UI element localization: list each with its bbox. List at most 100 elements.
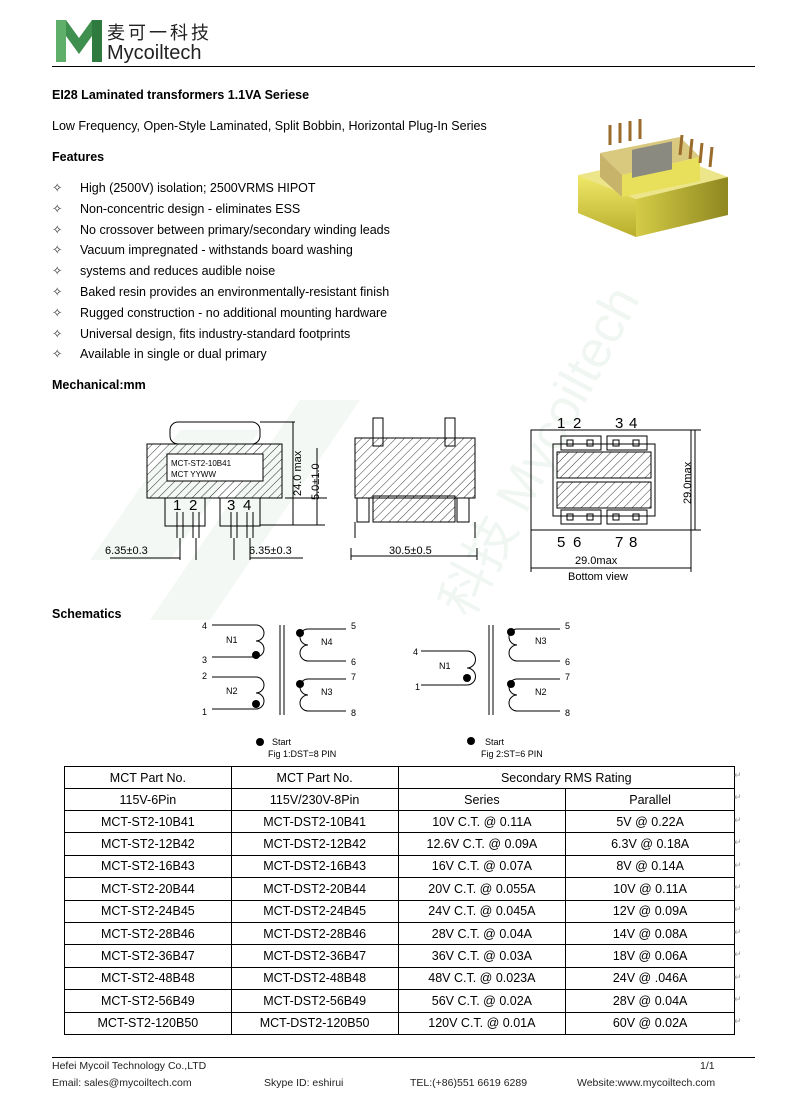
- svg-text:8: 8: [351, 708, 356, 718]
- svg-text:N4: N4: [321, 637, 333, 647]
- bullet-icon: ✧: [52, 305, 63, 320]
- row-end-mark: ↵: [734, 814, 742, 825]
- table-cell: MCT-ST2-12B42: [64, 832, 232, 856]
- bullet-icon: ✧: [52, 181, 63, 195]
- ratings-table: MCT Part No. MCT Part No. Secondary RMS …: [64, 766, 736, 1035]
- feature-item: ✧systems and reduces audible noise: [52, 263, 275, 278]
- svg-text:5: 5: [565, 621, 570, 631]
- svg-text:Start: Start: [485, 737, 505, 747]
- row-end-mark: ↵: [734, 949, 742, 960]
- table-cell: MCT-DST2-48B48: [230, 966, 399, 991]
- dim-bottom-width: 29.0max: [575, 555, 618, 567]
- front-view: [110, 421, 327, 560]
- rating-header: Secondary RMS Rating: [397, 766, 736, 789]
- table-cell: 120V C.T. @ 0.01A: [397, 1011, 567, 1035]
- dim-right-spacing: 6.35±0.3: [249, 545, 292, 557]
- bottom-pin-8: 8: [629, 534, 637, 551]
- pin-4: 4: [243, 497, 251, 514]
- col2-header: MCT Part No.: [230, 766, 399, 789]
- row-end-mark: ↵: [734, 971, 742, 982]
- bottom-caption: Bottom view: [568, 571, 628, 583]
- bottom-pin-7: 7: [615, 534, 623, 551]
- table-cell: 14V @ 0.08A: [565, 921, 735, 946]
- table-cell: MCT-DST2-120B50: [230, 1011, 399, 1035]
- feature-text: Available in single or dual primary: [80, 347, 267, 362]
- pin-1: 1: [173, 497, 181, 514]
- bottom-pin-4: 4: [629, 415, 637, 432]
- feature-item: ✧No crossover between primary/secondary …: [52, 222, 390, 237]
- schematics-heading: Schematics: [52, 607, 122, 621]
- table-cell: MCT-ST2-56B49: [64, 989, 232, 1013]
- transformer-photo: [578, 119, 728, 237]
- features-heading: Features: [52, 150, 105, 164]
- svg-text:N3: N3: [321, 687, 333, 697]
- feature-item: ✧Universal design, fits industry-standar…: [52, 326, 350, 341]
- parallel-header: Parallel: [565, 788, 735, 811]
- series-header: Series: [397, 788, 567, 811]
- mechanical-drawing: MCT-ST2-10B41 MCT YYWW 1 2 3 4 24.0 max …: [105, 415, 701, 583]
- table-cell: MCT-DST2-10B41: [230, 809, 399, 834]
- row-end-mark: ↵: [734, 770, 742, 780]
- bullet-icon: ✧: [52, 285, 63, 299]
- schematic-fig1: 4 3 2 1 5 6 7 8 N1 N2 N4 N3 Start Fig 1:…: [202, 621, 356, 759]
- row-end-mark: ↵: [734, 1016, 742, 1027]
- side-view: [350, 417, 478, 560]
- table-cell: MCT-DST2-16B43: [230, 854, 399, 879]
- bottom-pin-2: 2: [573, 415, 581, 432]
- svg-text:Fig 2:ST=6 PIN: Fig 2:ST=6 PIN: [481, 749, 543, 759]
- dim-bottom-height: 29.0max: [682, 461, 694, 504]
- svg-text:Start: Start: [272, 737, 292, 747]
- table-cell: MCT-ST2-24B45: [64, 899, 232, 923]
- table-cell: 24V C.T. @ 0.045A: [397, 899, 567, 923]
- footer-skype: Skype ID: eshirui: [264, 1077, 344, 1089]
- table-cell: 8V @ 0.14A: [565, 854, 735, 879]
- col1-subheader: 115V-6Pin: [64, 788, 232, 811]
- dim-height: 24.0 max: [292, 450, 304, 496]
- row-end-mark: ↵: [734, 859, 742, 870]
- feature-text: Non-concentric design - eliminates ESS: [80, 201, 301, 216]
- feature-item: ✧Non-concentric design - eliminates ESS: [52, 201, 300, 216]
- svg-text:2: 2: [202, 671, 207, 681]
- footer-rule: [52, 1057, 755, 1058]
- table-cell: 5V @ 0.22A: [565, 809, 735, 834]
- table-cell: MCT-ST2-120B50: [64, 1011, 232, 1035]
- bottom-view: [530, 429, 701, 572]
- bullet-icon: ✧: [52, 347, 63, 362]
- table-cell: 10V @ 0.11A: [565, 877, 735, 901]
- table-cell: 12.6V C.T. @ 0.09A: [397, 832, 567, 856]
- table-cell: 48V C.T. @ 0.023A: [397, 966, 567, 991]
- svg-text:N2: N2: [535, 687, 547, 697]
- table-cell: 56V C.T. @ 0.02A: [397, 989, 567, 1013]
- table-cell: 24V @ .046A: [565, 966, 735, 991]
- svg-text:4: 4: [202, 621, 207, 631]
- feature-text: No crossover between primary/secondary w…: [80, 222, 390, 237]
- table-cell: MCT-ST2-16B43: [64, 854, 232, 879]
- feature-item: ✧Vacuum impregnated - withstands board w…: [52, 242, 353, 257]
- table-cell: MCT-ST2-48B48: [64, 966, 232, 991]
- table-cell: MCT-ST2-20B44: [64, 877, 232, 901]
- row-end-mark: ↵: [734, 904, 742, 915]
- table-cell: 28V @ 0.04A: [565, 989, 735, 1013]
- feature-text: Universal design, fits industry-standard…: [80, 326, 351, 341]
- table-cell: 36V C.T. @ 0.03A: [397, 944, 567, 968]
- row-end-mark: ↵: [734, 926, 742, 937]
- table-cell: 6.3V @ 0.18A: [565, 832, 735, 856]
- svg-text:6: 6: [351, 657, 356, 667]
- footer-tel: TEL:(+86)551 6619 6289: [410, 1077, 528, 1089]
- footer-website: Website:www.mycoiltech.com: [577, 1077, 716, 1089]
- feature-item: ✧ Available in single or dual primary: [52, 346, 267, 361]
- svg-text:7: 7: [351, 672, 356, 682]
- svg-text:8: 8: [565, 708, 570, 718]
- bottom-pin-3: 3: [615, 415, 623, 432]
- svg-text:N2: N2: [226, 686, 238, 696]
- svg-text:4: 4: [413, 647, 418, 657]
- table-cell: MCT-DST2-24B45: [230, 899, 399, 923]
- row-end-mark: ↵: [734, 994, 742, 1004]
